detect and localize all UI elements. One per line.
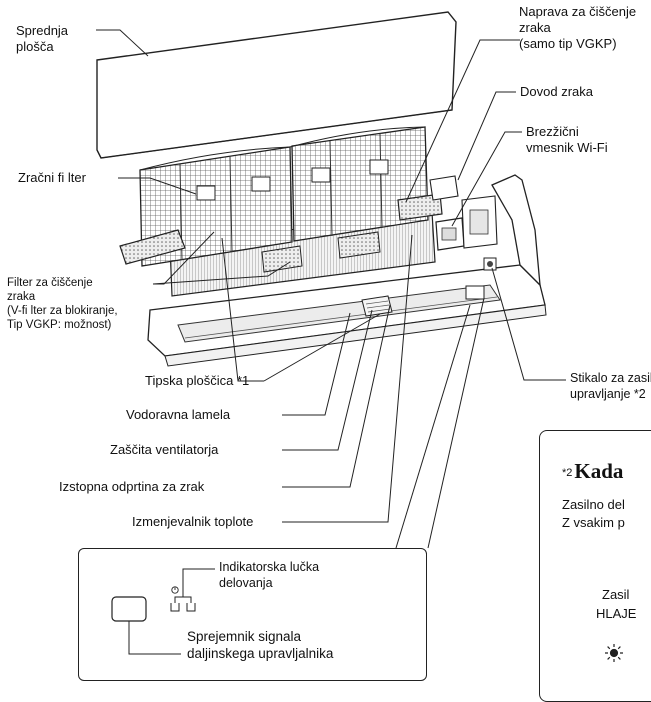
air-outlet-label: Izstopna odprtina za zrak (59, 479, 205, 494)
nameplate-graphic (361, 285, 485, 317)
air-purifier-label: Naprava za čiščenje zraka (samo tip VGKP… (519, 4, 637, 51)
flap-label: Vodoravna lamela (126, 407, 231, 422)
air-filter-label: Zračni fi lter (18, 170, 86, 185)
note-line-2: Z vsakim p (562, 515, 625, 530)
indoor-unit-illustration (96, 11, 582, 684)
diagram: Sprednja plošča Naprava za čiščenje zrak… (7, 4, 651, 702)
air-purifier-device (397, 175, 459, 221)
note-title: *2Kada (562, 459, 624, 483)
purifying-filter-label: Filter za čiščenje zraka (V-fi lter za b… (7, 277, 118, 331)
center-filters (261, 231, 381, 273)
indicator-lamp-label: Indikatorska lučka delovanja (219, 560, 320, 590)
emergency-switch-graphic (483, 257, 497, 271)
emergency-switch-label: Stikalo za zasilno upravljanje *2 (570, 371, 651, 401)
nameplate-label: Tipska ploščica *1 (145, 373, 250, 388)
signal-receiver-label: Sprejemnik signala daljinskega upravljal… (187, 629, 334, 661)
legend-graphic (111, 568, 215, 655)
display-legend-box: Indikatorska lučka delovanja Sprejemnik … (78, 548, 427, 681)
front-panel-label: Sprednja plošča (16, 23, 69, 54)
wifi-adapter-label: Brezžični vmesnik Wi-Fi (526, 124, 608, 155)
note-line-3: Zasil (602, 587, 630, 602)
air-inlet-label: Dovod zraka (520, 84, 593, 99)
emergency-note-box: *2Kada Zasilno del Z vsakim p Zasil HLAJ… (539, 430, 651, 702)
note-line-1: Zasilno del (562, 497, 625, 512)
heat-exchanger-label: Izmenjevalnik toplote (132, 514, 254, 529)
note-line-4: HLAJE (596, 606, 637, 621)
leader-lines (96, 29, 566, 549)
front-panel (96, 11, 457, 159)
fan-guard-label: Zaščita ventilatorja (110, 442, 219, 457)
air-purifying-filter (119, 229, 186, 265)
note-sun-icon (605, 644, 623, 662)
wifi-adapter (435, 195, 498, 251)
